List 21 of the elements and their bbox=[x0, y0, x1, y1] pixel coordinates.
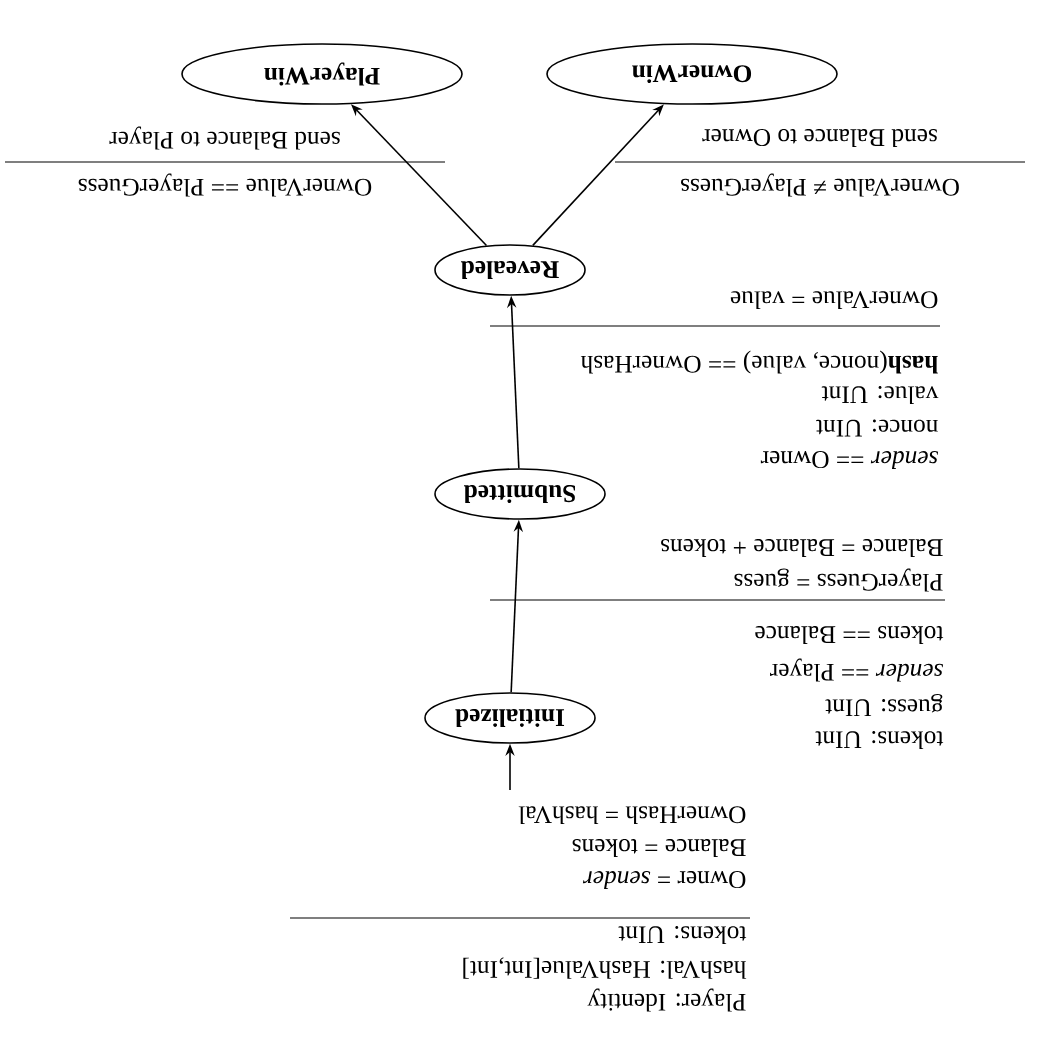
transition-text: OwnerValue ≠ PlayerGuess bbox=[681, 173, 959, 197]
transition-text: nonce: UInt bbox=[816, 419, 938, 437]
transition-text: tokens: UInt bbox=[815, 731, 944, 749]
transition-text: hash(nonce, value) == OwnerHash bbox=[580, 350, 938, 374]
transition-text: PlayerGuess = guess bbox=[734, 568, 943, 592]
transition-text: sender == Owner bbox=[760, 451, 939, 469]
transition-text: tokens: UInt bbox=[618, 926, 747, 944]
transition-text: Owner = sender bbox=[582, 871, 746, 889]
transition-text: hashVal: HashValue[Int,Int] bbox=[463, 957, 747, 979]
transition-text: OwnerValue == PlayerGuess bbox=[78, 173, 372, 197]
transition-text: value: UInt bbox=[821, 386, 939, 404]
transition-text: Balance = Balance + tokens bbox=[661, 539, 943, 557]
transition-text: Balance = tokens bbox=[572, 839, 746, 857]
transition-text: OwnerHash = hashVal bbox=[518, 806, 746, 824]
transition-text: send Balance to Player bbox=[109, 126, 340, 150]
transition-text: guess: UInt bbox=[825, 694, 943, 717]
transition-text: OwnerValue = value bbox=[730, 291, 938, 309]
transition-text: Player: Identity bbox=[587, 988, 746, 1012]
transition-text: tokens == Balance bbox=[755, 626, 944, 644]
transition-text: sender == Player bbox=[770, 658, 944, 682]
transition-text: send Balance to Owner bbox=[702, 129, 937, 147]
